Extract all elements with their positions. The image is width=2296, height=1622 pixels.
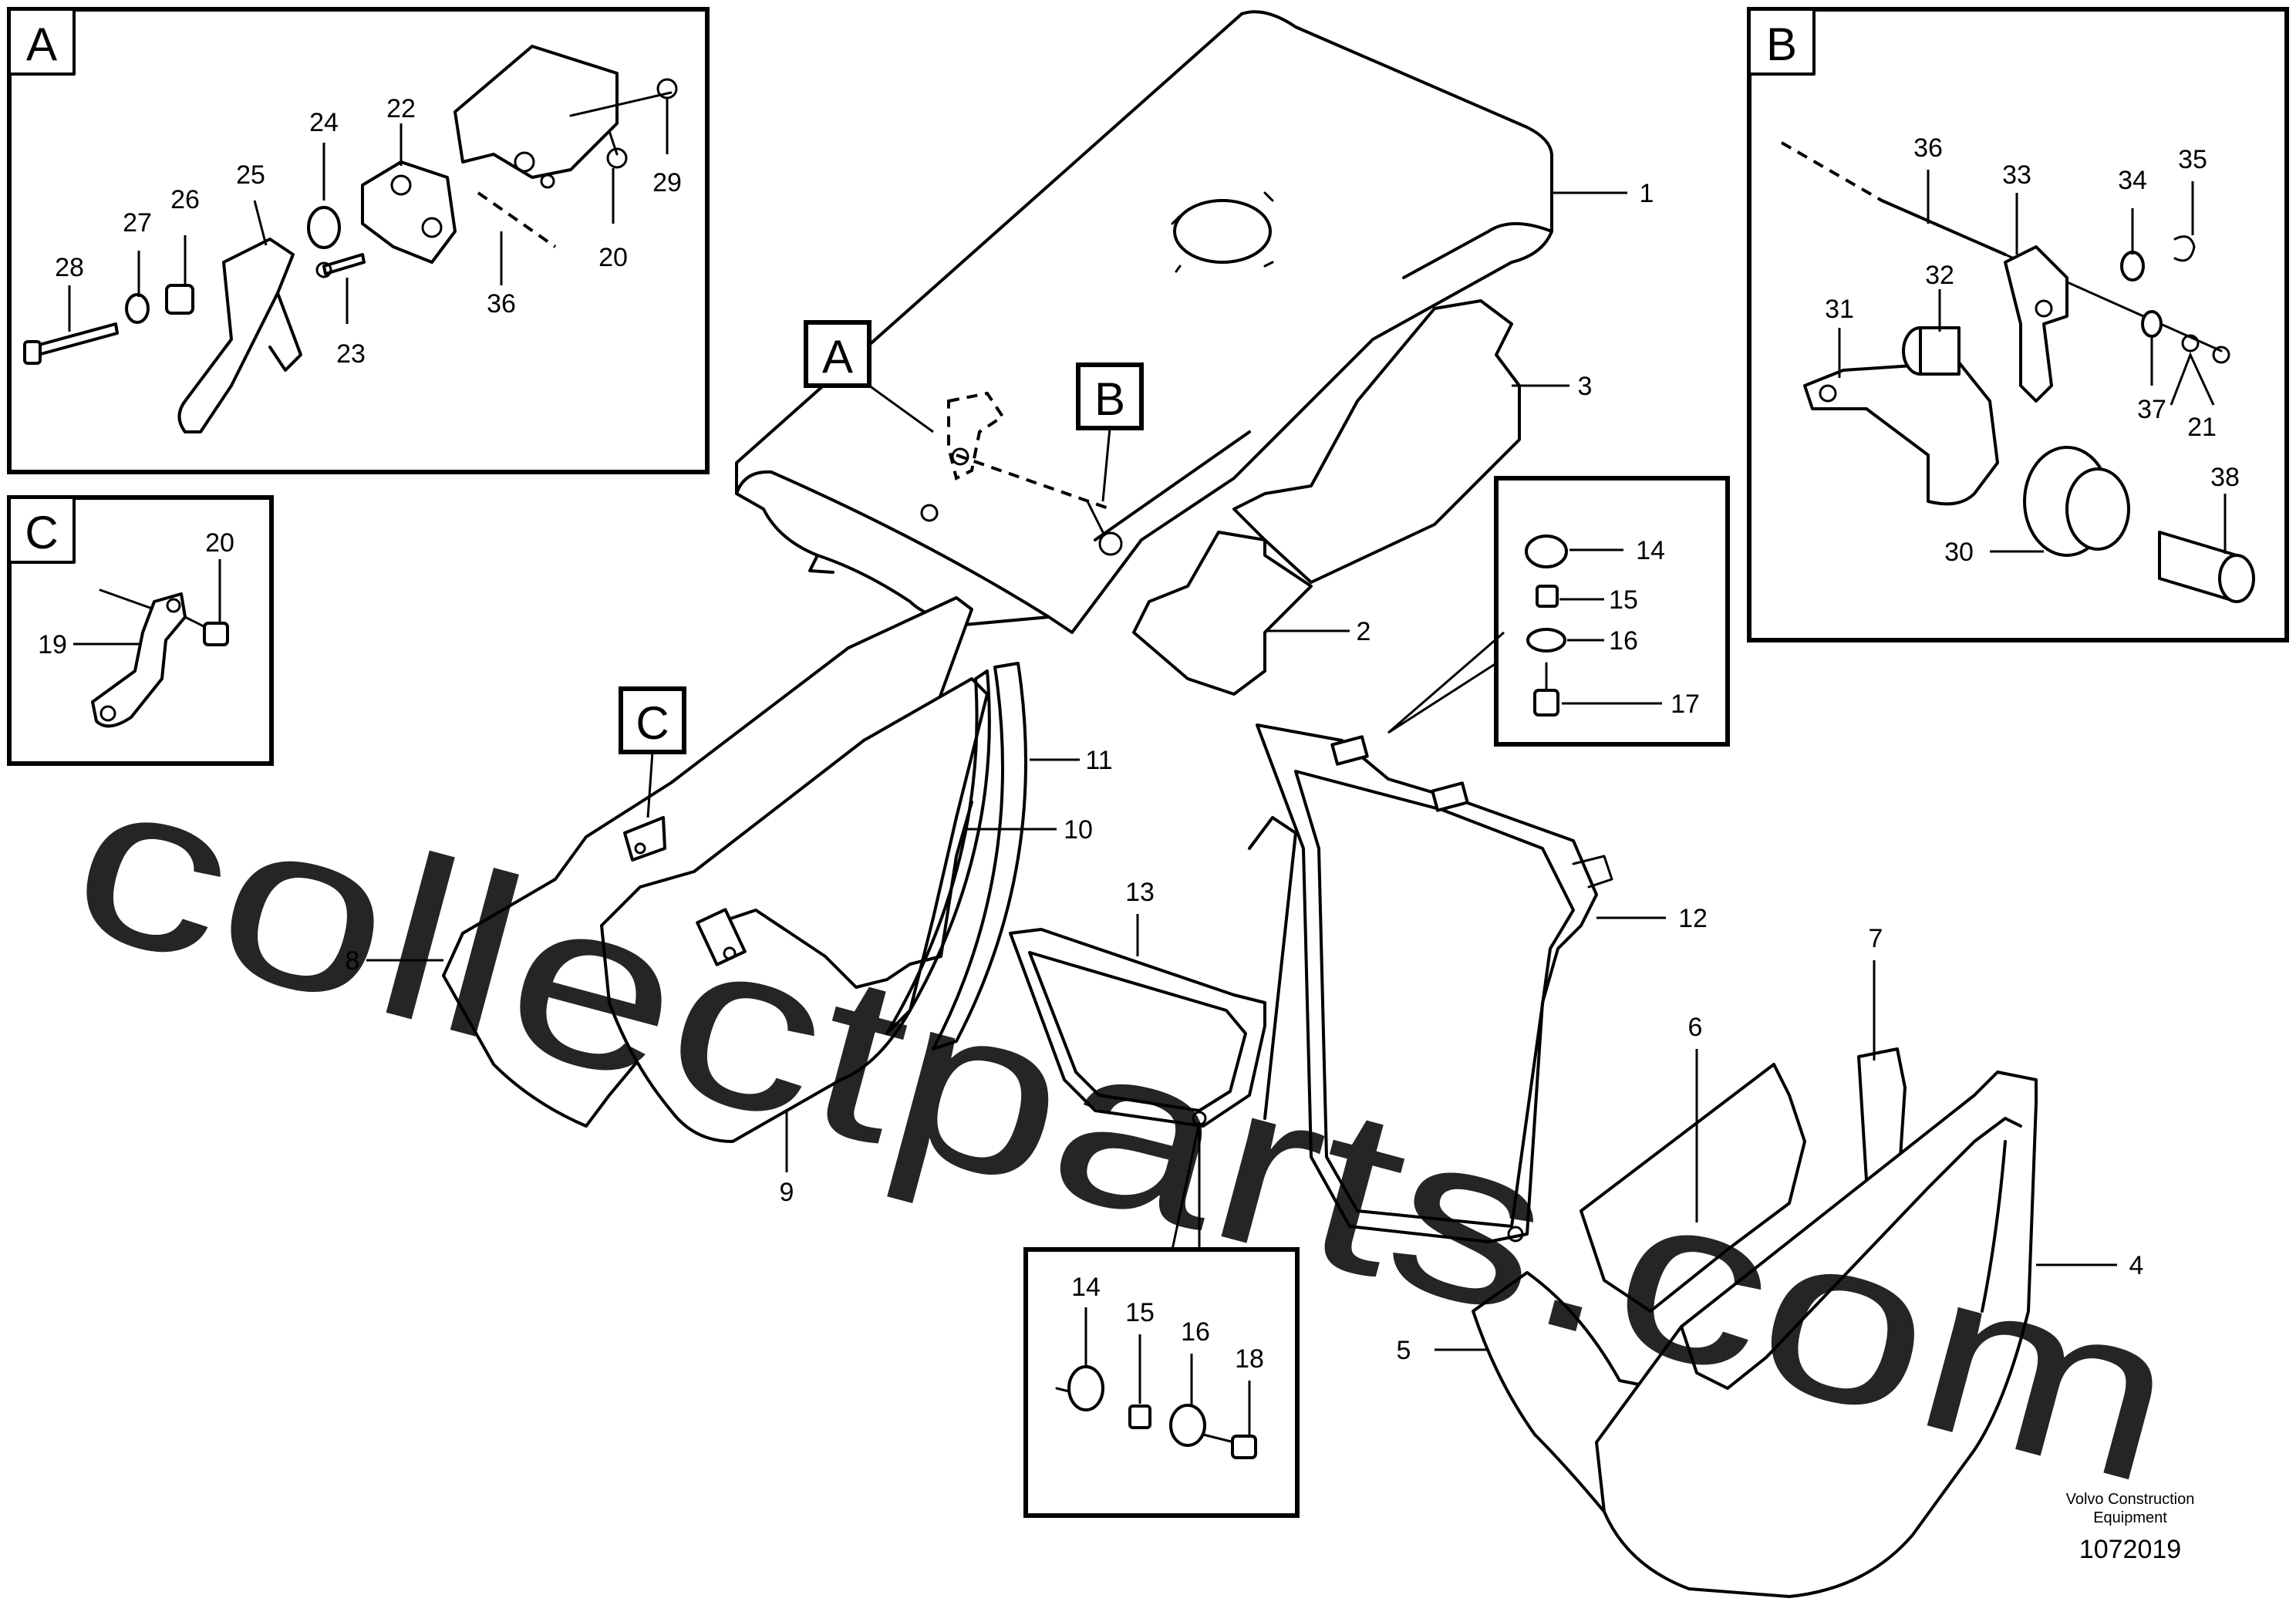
box-e-pointer [1171, 1121, 1201, 1250]
detail-box-b-tag-frame [1748, 8, 1816, 76]
box-e-label-16: 16 [1181, 1317, 1210, 1347]
part-label-9: 9 [780, 1178, 794, 1207]
box-d-pointer [1387, 631, 1505, 734]
brand-line-2: Equipment [2093, 1509, 2167, 1526]
box-d-label-15: 15 [1609, 585, 1638, 615]
box-b-label-32: 32 [1925, 261, 1954, 290]
detail-box-b: B 36 33 34 35 [1747, 7, 2289, 642]
box-b-label-33: 33 [2002, 160, 2031, 190]
box-a-label-22: 22 [386, 94, 416, 123]
box-b-label-21: 21 [2187, 413, 2217, 442]
box-a-label-20: 20 [598, 243, 628, 272]
box-b-label-30: 30 [1944, 538, 1974, 567]
detail-box-a: A 24 22 [7, 7, 710, 474]
bracket-c-small [623, 816, 666, 862]
box-b-label-38: 38 [2210, 463, 2240, 492]
part-label-3: 3 [1578, 372, 1593, 401]
detail-box-grommet-upper: 14 15 16 17 [1494, 476, 1730, 747]
frame-part-13 [1009, 816, 1297, 1128]
part-label-7: 7 [1869, 924, 1883, 953]
detail-box-b-letter: B [1766, 19, 1797, 70]
part-label-8: 8 [346, 946, 360, 976]
part-label-5: 5 [1397, 1336, 1411, 1365]
part-label-4: 4 [2129, 1251, 2144, 1280]
box-b-label-37: 37 [2137, 395, 2166, 424]
box-b-label-34: 34 [2118, 166, 2147, 195]
panel-part-4 [1595, 1071, 2038, 1598]
detail-box-a-letter: A [26, 19, 57, 70]
hood-part-1 [735, 10, 1553, 634]
trim-part-11 [932, 662, 1027, 1050]
svg-text:B: B [1094, 373, 1125, 425]
box-b-label-35: 35 [2178, 145, 2207, 174]
detail-box-a-tag-frame [8, 8, 76, 76]
detail-box-c-tag-frame [8, 496, 76, 564]
box-d-label-14: 14 [1636, 536, 1665, 565]
part-label-1: 1 [1640, 179, 1654, 208]
box-a-label-29: 29 [652, 168, 682, 197]
part-label-10: 10 [1064, 815, 1093, 845]
callout-b: B [1076, 363, 1144, 502]
part-label-11: 11 [1085, 746, 1112, 775]
box-b-label-31: 31 [1825, 295, 1854, 324]
box-d-label-17: 17 [1671, 690, 1700, 719]
box-a-label-27: 27 [123, 208, 152, 238]
box-a-label-24: 24 [309, 108, 339, 137]
box-a-label-25: 25 [236, 160, 265, 190]
detail-box-c: C 20 19 [7, 495, 274, 766]
box-a-label-23: 23 [336, 339, 366, 369]
box-e-label-14: 14 [1071, 1273, 1101, 1302]
part-label-12: 12 [1678, 904, 1708, 933]
callout-c: C [619, 686, 686, 818]
box-c-label-20: 20 [205, 528, 234, 558]
document-number: 1072019 [2079, 1535, 2181, 1564]
box-a-label-36: 36 [487, 289, 516, 319]
svg-text:C: C [636, 697, 669, 749]
panel-part-6 [1580, 1063, 1806, 1313]
part-leaders [366, 191, 2117, 1351]
brand-line-1: Volvo Construction [2066, 1491, 2195, 1508]
box-e-label-18: 18 [1235, 1344, 1264, 1374]
box-c-label-19: 19 [38, 630, 67, 659]
box-e-label-15: 15 [1125, 1298, 1155, 1327]
callout-a: A [804, 320, 934, 433]
trim-part-10 [885, 669, 991, 1035]
svg-text:A: A [822, 331, 853, 383]
detail-box-grommet-lower: 14 15 16 18 [1023, 1247, 1300, 1518]
box-a-label-28: 28 [55, 253, 84, 282]
box-a-label-26: 26 [170, 185, 200, 214]
panel-part-2 [1132, 531, 1313, 696]
frame-part-12 [1256, 723, 1613, 1243]
box-b-label-36: 36 [1913, 133, 1943, 163]
panel-part-3 [1232, 299, 1521, 584]
detail-box-c-letter: C [25, 507, 58, 558]
part-label-6: 6 [1688, 1013, 1703, 1042]
box-d-label-16: 16 [1609, 626, 1638, 656]
part-label-2: 2 [1357, 617, 1371, 646]
part-label-13: 13 [1125, 878, 1155, 907]
